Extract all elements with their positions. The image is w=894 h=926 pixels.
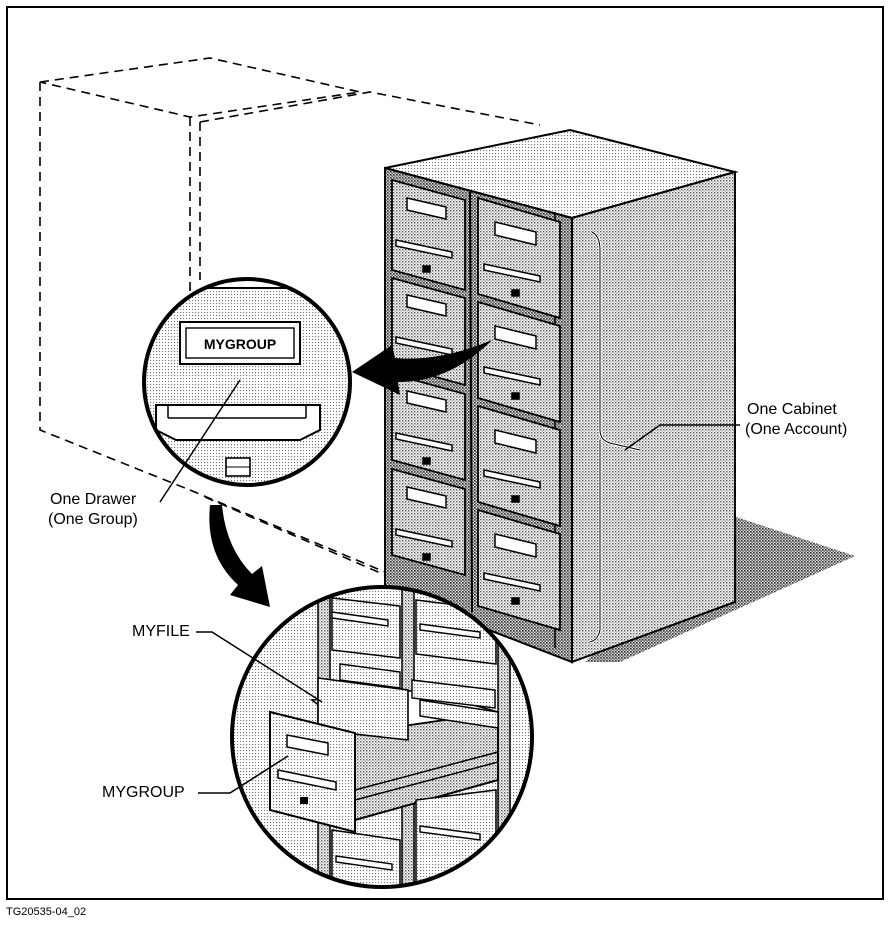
label-leader-lines: [196, 424, 740, 794]
cabinet-label-line1: One Cabinet: [747, 401, 837, 418]
arrow-to-drawer-magnifier: [352, 340, 492, 395]
file-magnifier: [230, 585, 534, 889]
drawer-magnifier: MYGROUP: [142, 277, 352, 487]
figure-id: TG20535-04_02: [6, 906, 87, 918]
arrow-to-file-magnifier: [209, 505, 270, 607]
drawer-tag-label: MYGROUP: [204, 336, 276, 352]
cabinet-label-line2: (One Account): [745, 421, 848, 438]
mygroup-label: MYGROUP: [102, 784, 185, 801]
myfile-label: MYFILE: [132, 623, 190, 640]
drawer-hardware: [395, 197, 541, 605]
ghost-cabinets: [39, 57, 541, 576]
drawer-label-line1: One Drawer: [50, 491, 137, 508]
drawer-leader-line: [159, 379, 241, 503]
drawer-label-line2: (One Group): [48, 511, 138, 528]
